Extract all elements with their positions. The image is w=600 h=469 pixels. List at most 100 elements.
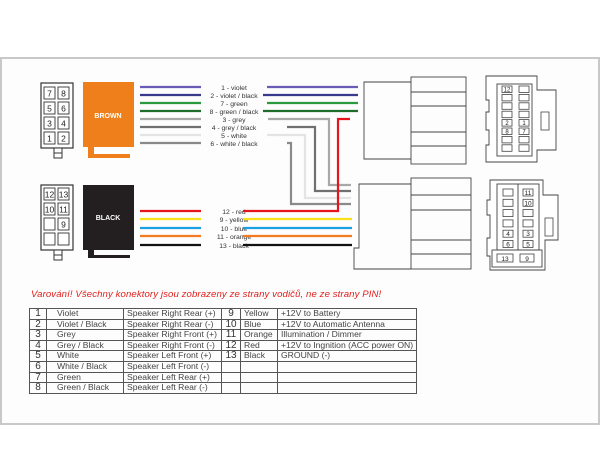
wire-color-cell — [240, 360, 278, 373]
middle-connector-bottom — [353, 177, 472, 270]
wire-color-cell — [240, 382, 278, 394]
pin-number-cell — [221, 371, 241, 384]
pin-number: 12 — [45, 190, 55, 200]
pin-number: 7 — [47, 89, 52, 99]
wire-color-cell: White — [46, 350, 124, 362]
pin-number: 5 — [526, 242, 530, 249]
wire-label: 4 - grey / black — [212, 125, 257, 132]
pin-cell — [518, 119, 530, 127]
pin-number-cell — [221, 360, 241, 373]
pin-cell — [502, 188, 514, 197]
wire-right-segment — [268, 117, 351, 187]
pin-number: 10 — [45, 205, 55, 215]
pin-cell — [57, 202, 70, 216]
wire-label: 1 - violet — [221, 85, 247, 92]
wire-color-cell: Black — [240, 350, 278, 362]
pin-number: 1 — [47, 134, 52, 144]
pin-number: 2 — [505, 121, 509, 127]
pin-number-cell: 7 — [29, 371, 47, 384]
pin-number: 3 — [47, 119, 52, 129]
wire-color-cell: Red — [240, 339, 278, 352]
wire-right-segment — [243, 117, 350, 213]
pin-cell — [501, 110, 513, 119]
function-cell: +12V to Ingnition (ACC power ON) — [276, 339, 418, 352]
pin-cell — [522, 240, 534, 248]
pin-cell — [519, 253, 535, 263]
pin-cell — [501, 127, 513, 135]
wire-color-cell: Blue — [240, 318, 278, 331]
wire-label: 9 - yellow — [220, 217, 249, 224]
black-connector: BLACK — [83, 185, 134, 258]
pin-cell — [57, 86, 70, 100]
pin-cell — [501, 94, 513, 102]
pin-number: 12 — [504, 88, 511, 94]
pin-cell — [501, 135, 513, 144]
function-cell: Speaker Right Rear (-) — [123, 318, 222, 331]
pin-cell — [522, 219, 534, 228]
pin-cell — [57, 217, 70, 231]
pin-cell — [501, 144, 513, 152]
function-cell: Speaker Left Front (-) — [123, 360, 222, 373]
function-cell: +12V to Battery — [276, 308, 418, 320]
pin-number: 11 — [525, 190, 532, 197]
pin-cell — [518, 85, 530, 93]
pin-number-cell: 1 — [29, 308, 47, 320]
black-connector-label: BLACK — [96, 215, 121, 222]
pin-cell — [43, 116, 56, 130]
pin-number: 9 — [525, 256, 529, 263]
pin-number-cell: 4 — [29, 339, 47, 352]
wire-label: 5 - white — [221, 133, 247, 140]
pin-number: 8 — [61, 89, 66, 99]
pin-number-cell: 6 — [29, 360, 47, 373]
pin-cell — [522, 229, 534, 238]
pin-cell — [522, 209, 534, 218]
pin-cell — [501, 85, 513, 93]
pin-number-cell: 12 — [221, 339, 241, 352]
wire-color-cell: Violet / Black — [46, 318, 124, 331]
pin-cell — [502, 229, 514, 238]
wire-color-cell: Green / Black — [46, 382, 124, 394]
function-cell: +12V to Automatic Antenna — [276, 318, 418, 331]
pin-number: 8 — [505, 130, 509, 136]
pin-number-cell: 13 — [221, 350, 241, 362]
pin-cell — [518, 127, 530, 135]
wire-label: 2 - violet / black — [210, 93, 258, 100]
pin-cell — [518, 102, 530, 110]
pin-cell — [57, 187, 70, 201]
pin-cell — [522, 198, 534, 207]
wire-color-cell: White / Black — [46, 360, 124, 373]
wire-color-cell: Violet — [46, 308, 124, 320]
wire-color-cell: Grey / Black — [46, 339, 124, 352]
pin-cell — [43, 131, 56, 145]
pin-cell — [502, 198, 514, 207]
pin-cell — [43, 202, 56, 216]
pin-cell — [43, 187, 56, 201]
pin-number: 11 — [59, 205, 68, 215]
pin-number-cell: 11 — [221, 329, 241, 341]
pin-number: 4 — [61, 119, 66, 129]
warning-text: Varování! Všechny konektory jsou zobraze… — [31, 289, 382, 300]
function-cell: Speaker Right Front (+) — [123, 329, 222, 341]
function-cell: Speaker Left Rear (+) — [123, 371, 222, 384]
function-cell — [276, 371, 418, 384]
pin-number: 1 — [522, 121, 526, 127]
pin-cell — [518, 144, 530, 152]
pin-number: 2 — [61, 134, 66, 144]
pin-cell — [57, 232, 70, 246]
pin-number: 10 — [524, 200, 532, 207]
pin-cell — [502, 240, 514, 248]
pin-number: 5 — [47, 104, 52, 114]
wire-color-cell: Grey — [46, 329, 124, 341]
function-cell: GROUND (-) — [276, 350, 418, 362]
pin-cell — [57, 116, 70, 130]
function-cell — [276, 382, 418, 394]
wire-label: 8 - green / black — [210, 109, 259, 116]
middle-connector-top — [363, 76, 467, 165]
wire-label: 3 - grey — [222, 117, 246, 124]
pin-number: 3 — [526, 231, 530, 238]
